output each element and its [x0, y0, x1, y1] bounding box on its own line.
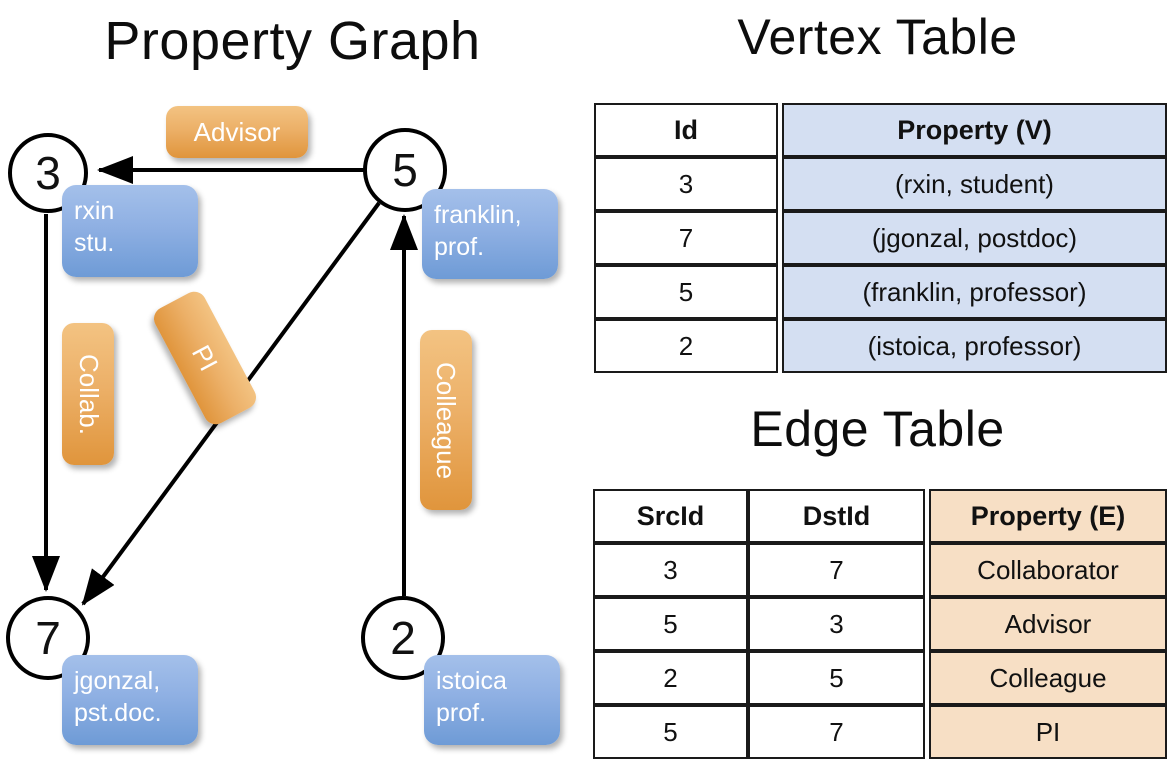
edge-label-text: PI: [186, 339, 225, 376]
vertex-table-cell-id: 2: [594, 319, 778, 373]
callout-line-2: prof.: [436, 699, 487, 727]
vertex-table-property-column: Property (V) (rxin, student) (jgonzal, p…: [782, 103, 1167, 373]
edge-table-cell-srcid: 3: [593, 543, 748, 597]
edge-table-cell-dstid: 3: [748, 597, 925, 651]
edge-table-property-column: Property (E) Collaborator Advisor Collea…: [929, 489, 1167, 759]
callout-line-2: stu.: [74, 229, 115, 257]
vertex-table-header-property: Property (V): [782, 103, 1167, 157]
page-title-property-graph: Property Graph: [104, 11, 481, 71]
edge-table-cell-property: Collaborator: [929, 543, 1167, 597]
callout-line-1: istoica: [436, 667, 507, 695]
edge-table-header-dstid: DstId: [748, 489, 925, 543]
vertex-table-cell-property: (jgonzal, postdoc): [782, 211, 1167, 265]
vertex-table-cell-property: (rxin, student): [782, 157, 1167, 211]
callout-line-1: jgonzal,: [74, 667, 161, 695]
edge-label-text: Collab.: [73, 353, 104, 435]
edge-table-dstid-column: DstId 7 3 5 7: [748, 489, 925, 759]
edge-table-header-srcid: SrcId: [593, 489, 748, 543]
callout-line-1: franklin,: [434, 201, 522, 229]
edge-table-cell-srcid: 5: [593, 705, 748, 759]
edge-table-cell-dstid: 7: [748, 705, 925, 759]
node-property-callout-istoica[interactable]: istoica prof.: [424, 655, 560, 745]
vertex-table-cell-property: (franklin, professor): [782, 265, 1167, 319]
callout-line-1: rxin: [74, 197, 115, 225]
property-graph-diagram: 3 5 7 2 rxin stu. franklin, prof. jgonza…: [6, 106, 560, 745]
edge-table-cell-dstid: 7: [748, 543, 925, 597]
node-property-callout-rxin[interactable]: rxin stu.: [62, 185, 198, 277]
edge-table-header-property: Property (E): [929, 489, 1167, 543]
vertex-table-cell-id: 5: [594, 265, 778, 319]
edge-table-cell-srcid: 2: [593, 651, 748, 705]
edge-label-collab[interactable]: Collab.: [62, 323, 114, 465]
edge-label-text: Colleague: [431, 361, 462, 479]
edge-label-colleague[interactable]: Colleague: [420, 330, 472, 510]
callout-line-2: pst.doc.: [74, 699, 162, 727]
node-property-callout-jgonzal[interactable]: jgonzal, pst.doc.: [62, 655, 198, 745]
vertex-table-cell-property: (istoica, professor): [782, 319, 1167, 373]
edge-label-advisor[interactable]: Advisor: [166, 106, 308, 158]
edge-table-cell-srcid: 5: [593, 597, 748, 651]
page-title-edge-table: Edge Table: [750, 401, 1005, 457]
graph-node-2[interactable]: 2: [361, 596, 445, 680]
vertex-table-cell-id: 7: [594, 211, 778, 265]
edge-table-cell-property: PI: [929, 705, 1167, 759]
node-property-callout-franklin[interactable]: franklin, prof.: [422, 189, 558, 279]
edge-table-srcid-column: SrcId 3 5 2 5: [593, 489, 748, 759]
edge-table-cell-property: Colleague: [929, 651, 1167, 705]
vertex-table-header-id: Id: [594, 103, 778, 157]
vertex-table-cell-id: 3: [594, 157, 778, 211]
page-title-vertex-table: Vertex Table: [737, 9, 1018, 65]
graph-node-5[interactable]: 5: [363, 128, 447, 212]
vertex-table-id-column: Id 3 7 5 2: [594, 103, 778, 373]
callout-line-2: prof.: [434, 233, 485, 261]
edge-table-cell-property: Advisor: [929, 597, 1167, 651]
edge-label-text: Advisor: [193, 116, 281, 147]
edge-table-cell-dstid: 5: [748, 651, 925, 705]
